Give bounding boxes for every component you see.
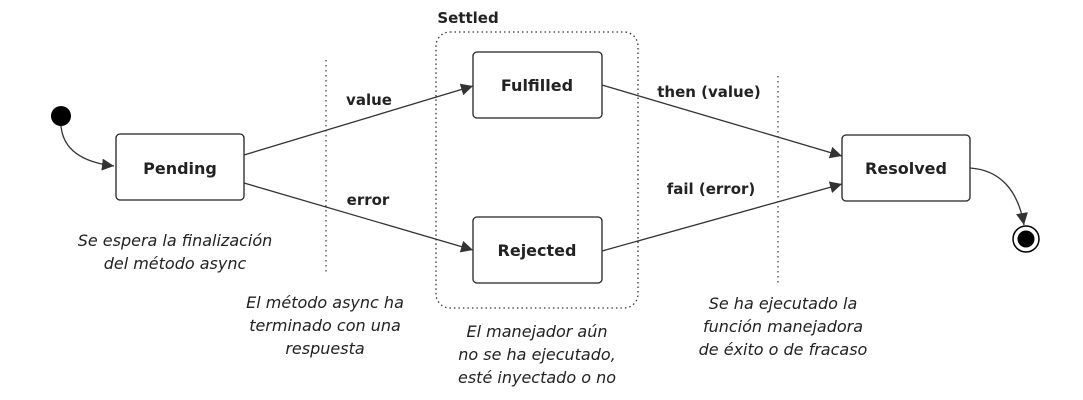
state-resolved: Resolved [841,134,971,202]
transition-then-value [601,84,843,159]
final-node [1012,225,1040,253]
state-rejected-label: Rejected [498,241,577,260]
transition-value [243,83,474,156]
state-fulfilled: Fulfilled [472,51,603,119]
final-transition [969,167,1028,226]
transition-then-value-label: then (value) [657,83,761,101]
state-rejected: Rejected [472,216,603,284]
initial-node [51,106,71,126]
note-handler-done: Se ha ejecutado la función manejadora de… [698,294,868,359]
state-fulfilled-label: Fulfilled [501,76,573,95]
transition-value-label: value [346,91,392,109]
note-async-done: El método async ha terminado con una res… [246,293,404,358]
transition-fail-error-label: fail (error) [667,180,756,198]
transition-error [243,182,474,253]
settled-region [435,31,639,309]
state-pending: Pending [115,133,245,201]
settled-region-label: Settled [437,9,498,27]
state-pending-label: Pending [143,159,217,178]
transition-fail-error [601,181,843,252]
state-resolved-label: Resolved [865,159,947,178]
transition-error-label: error [347,191,390,209]
initial-transition [60,125,115,171]
note-handler-pending: El manejador aún no se ha ejecutado, est… [458,322,616,387]
note-pending: Se espera la finalización del método asy… [77,231,273,273]
